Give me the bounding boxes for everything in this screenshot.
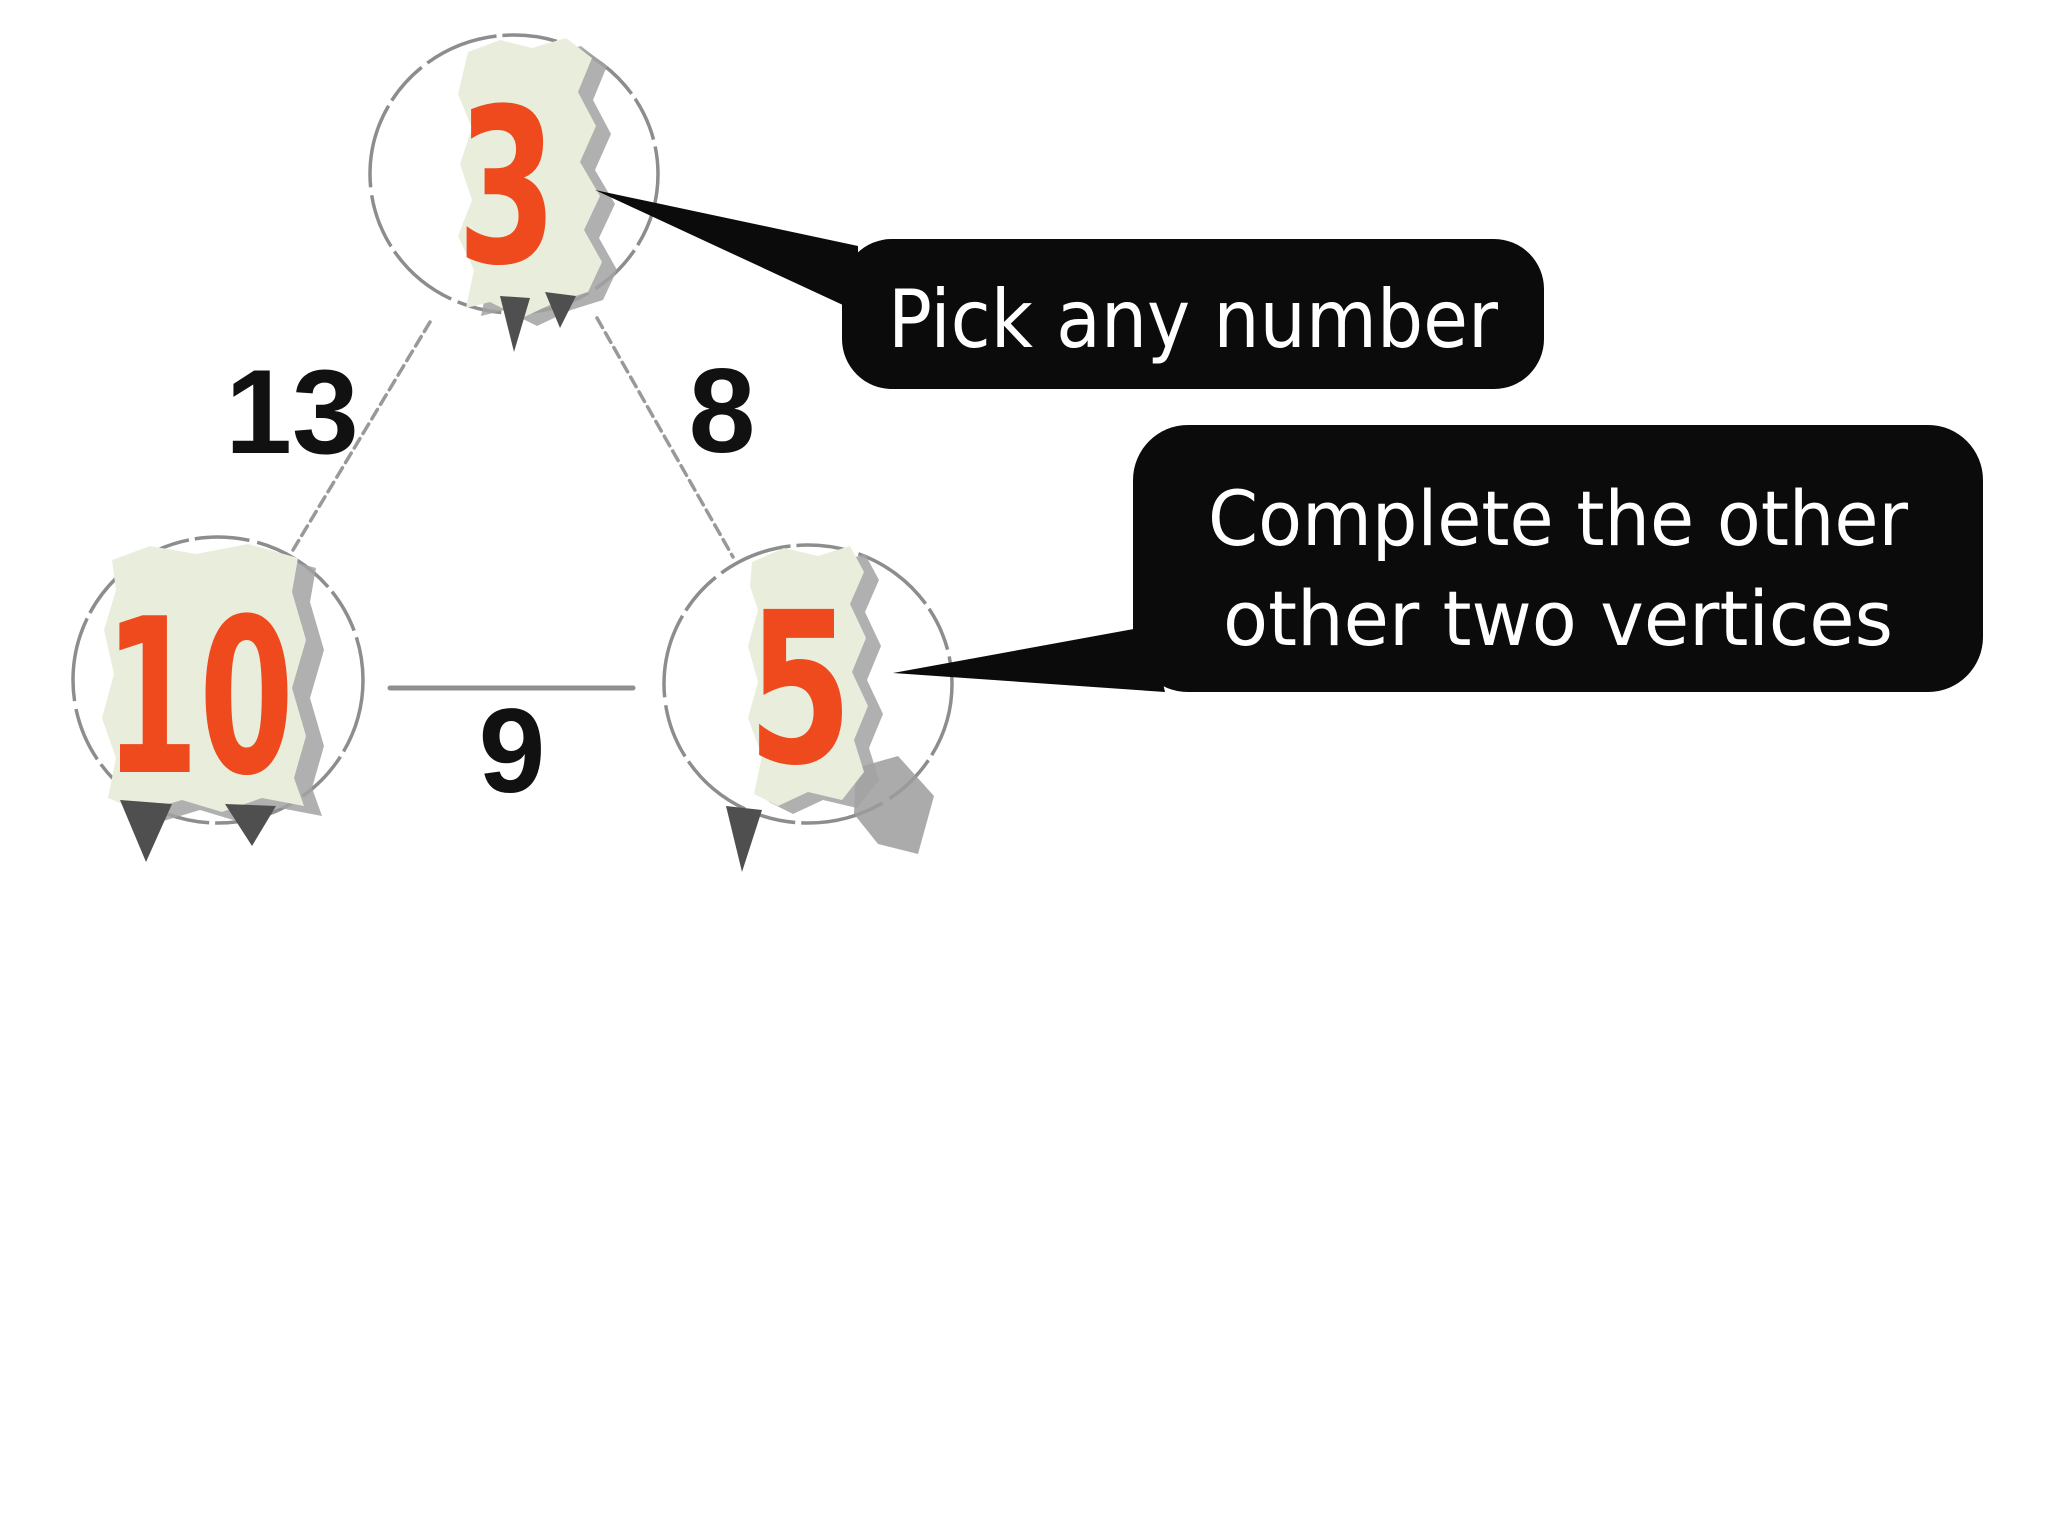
vertex-value-top: 3 — [457, 62, 557, 313]
callout-pick: Pick any number — [595, 190, 1544, 389]
edge-bottom: 9 — [387, 684, 636, 818]
edge-label-left: 13 — [225, 345, 358, 479]
vertex-value-bottom-left: 10 — [104, 572, 294, 823]
vertex-value-bottom-right: 5 — [748, 567, 853, 812]
callout-complete-tail — [893, 626, 1165, 692]
vertex-bottom-right: 5 — [662, 543, 954, 872]
paper-tear — [120, 800, 172, 862]
callout-complete: Complete the other other two vertices — [893, 425, 1983, 692]
edge-line-right — [595, 316, 735, 559]
edge-label-right: 8 — [689, 344, 756, 478]
edge-right: 8 — [595, 316, 756, 559]
callout-complete-bubble — [1133, 425, 1983, 692]
vertex-bottom-left: 10 — [71, 535, 365, 862]
edge-line-left — [291, 320, 432, 552]
edge-left: 13 — [225, 320, 432, 552]
callout-pick-text: Pick any number — [888, 273, 1498, 366]
torn-paper — [748, 546, 868, 806]
callout-complete-text-line2: other two vertices — [1223, 574, 1893, 663]
callout-pick-bubble — [842, 239, 1544, 389]
edge-label-bottom: 9 — [479, 684, 546, 818]
paper-tear — [225, 804, 276, 846]
vertex-top: 3 — [368, 33, 660, 352]
paper-tear — [500, 296, 530, 352]
torn-paper — [102, 544, 306, 812]
callout-pick-tail — [595, 190, 858, 312]
paper-tear — [545, 292, 576, 328]
paper-tear — [726, 806, 762, 872]
callout-complete-text-line1: Complete the other — [1208, 474, 1909, 563]
torn-paper — [458, 38, 602, 318]
